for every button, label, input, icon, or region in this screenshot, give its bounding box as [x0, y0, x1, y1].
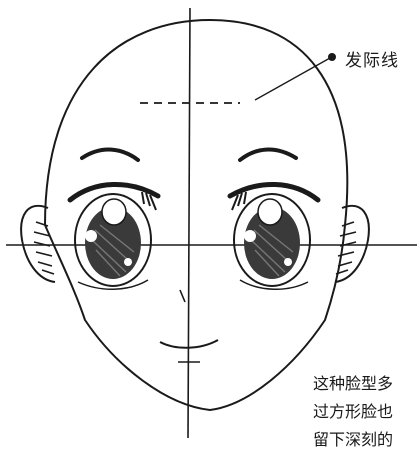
right-eyebrow: [238, 147, 298, 162]
head-outline: [43, 18, 349, 412]
vertical-center-guideline: [187, 7, 191, 439]
right-ear-shading: [335, 221, 357, 275]
right-ear: [334, 204, 370, 283]
caption-line-1: 这种脸型多: [313, 374, 394, 393]
caption-line-2: 过方形脸也: [313, 402, 394, 421]
caption-text: 这种脸型多 过方形脸也 留下深刻的: [313, 370, 417, 454]
callout-leader-line: [254, 57, 331, 101]
left-eye: [67, 182, 161, 290]
left-eyebrow: [80, 147, 140, 162]
caption-line-3: 留下深刻的: [313, 430, 394, 449]
callout-dot: [328, 53, 336, 61]
left-ear-shading: [33, 221, 55, 275]
mouth: [159, 339, 219, 349]
face-construction-diagram: [6, 7, 417, 439]
left-ear: [20, 204, 56, 283]
right-eye: [227, 182, 321, 290]
nose: [179, 289, 186, 303]
hairline-callout-label: 发际线: [345, 51, 399, 71]
